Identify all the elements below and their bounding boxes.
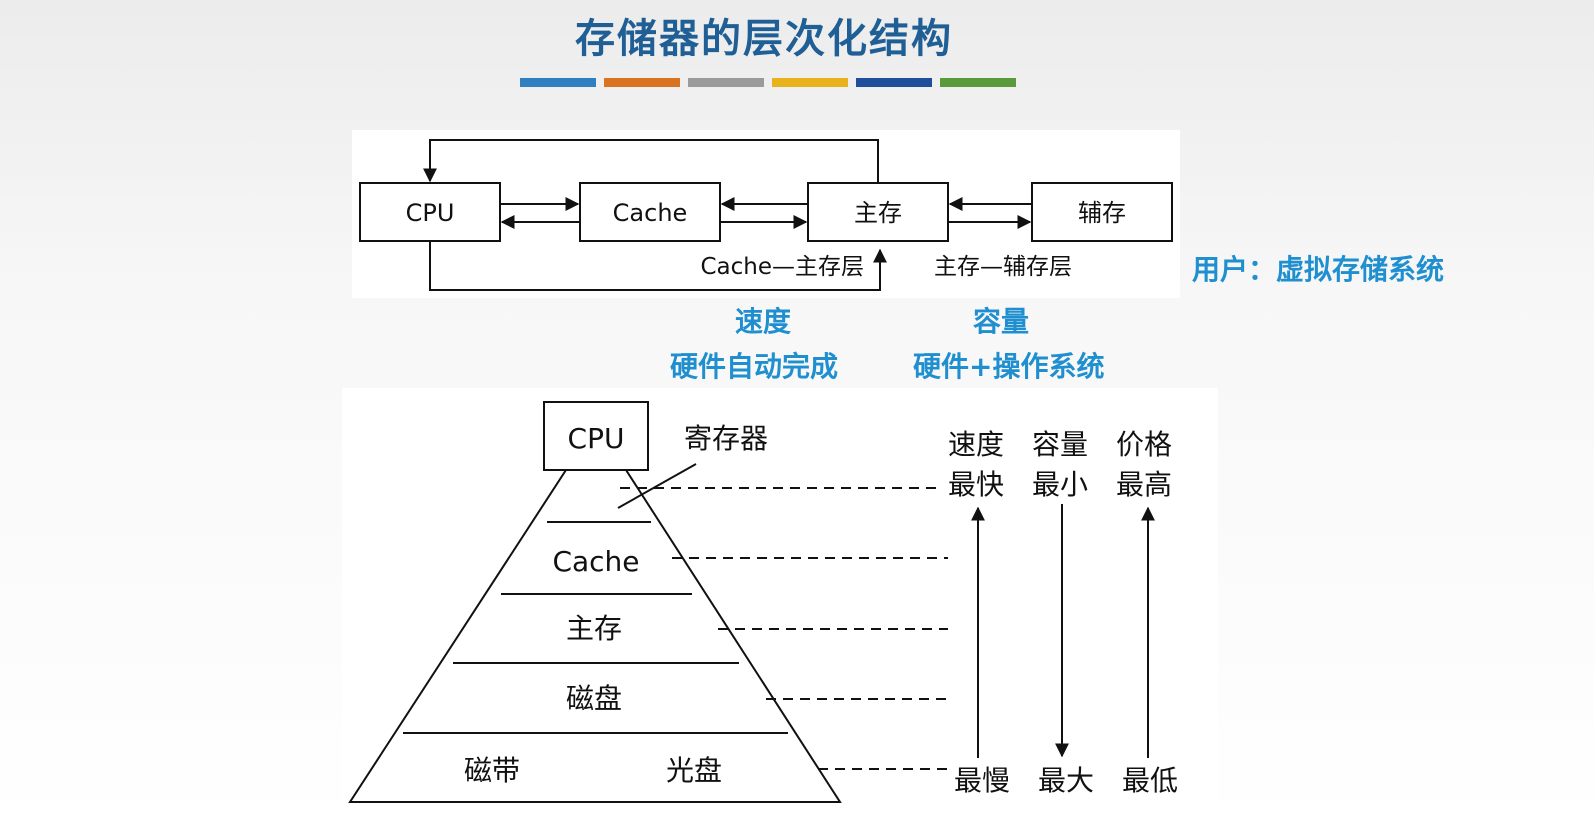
feedback-cpu-to-main [429, 241, 887, 291]
pyramid-main-memory-label: 主存 [566, 612, 622, 645]
page-title: 存储器的层次化结构 [575, 16, 953, 62]
color-bar-5 [856, 78, 932, 87]
pyramid-tape-label: 磁带 [464, 754, 520, 787]
speed-top: 最快 [948, 468, 1004, 501]
aux-memory-box-label: 辅存 [1078, 199, 1126, 227]
pyramid-optical-label: 光盘 [666, 754, 722, 787]
color-bar-6 [940, 78, 1016, 87]
pyramid-disk-label: 磁盘 [566, 682, 622, 715]
capacity-bottom: 最大 [1038, 764, 1094, 797]
capacity-annotation: 容量 [973, 305, 1030, 338]
hardware-auto-annotation: 硬件自动完成 [670, 350, 839, 383]
pyramid-cache-label: Cache [552, 545, 639, 578]
cache-layer-label: Cache—主存层 [700, 254, 864, 280]
pyramid-outline [348, 469, 842, 803]
price-top: 最高 [1116, 468, 1172, 501]
color-bar-1 [520, 78, 596, 87]
cache-box-label: Cache [613, 199, 688, 227]
capacity-top: 最小 [1032, 468, 1088, 501]
cache-box [579, 182, 721, 242]
memory-pyramid-diagram: CPU 寄存器 Cache 主存 磁盘 磁带 光盘 速度 最快 最慢 容量 最小… [342, 388, 1218, 818]
cpu-box-label: CPU [406, 199, 455, 227]
memory-hierarchy-flow-diagram: CPU Cache 主存 辅存 Cache—主存层 主存—辅存层 [352, 130, 1180, 298]
register-pointer-line [617, 463, 697, 509]
aux-memory-box [1031, 182, 1173, 242]
hardware-os-annotation: 硬件+操作系统 [913, 350, 1105, 383]
flow-diagram-svg: CPU Cache 主存 辅存 Cache—主存层 主存—辅存层 [359, 139, 1173, 291]
color-bar-2 [604, 78, 680, 87]
aux-layer-label: 主存—辅存层 [934, 254, 1072, 280]
speed-annotation: 速度 [735, 305, 792, 338]
color-bar-4 [772, 78, 848, 87]
pyramid-cpu-label: CPU [568, 422, 625, 455]
price-bottom: 最低 [1122, 764, 1178, 797]
speed-header: 速度 [948, 428, 1004, 461]
user-virtual-storage-label: 用户：虚拟存储系统 [1192, 253, 1445, 286]
price-header: 价格 [1116, 428, 1172, 461]
speed-bottom: 最慢 [954, 764, 1010, 797]
register-label: 寄存器 [684, 422, 768, 455]
color-bar-3 [688, 78, 764, 87]
capacity-header: 容量 [1032, 428, 1088, 461]
pyramid-svg: CPU 寄存器 Cache 主存 磁盘 磁带 光盘 速度 最快 最慢 容量 最小… [348, 401, 1178, 803]
feedback-main-to-cpu [423, 139, 879, 183]
main-memory-box-label: 主存 [854, 199, 902, 227]
